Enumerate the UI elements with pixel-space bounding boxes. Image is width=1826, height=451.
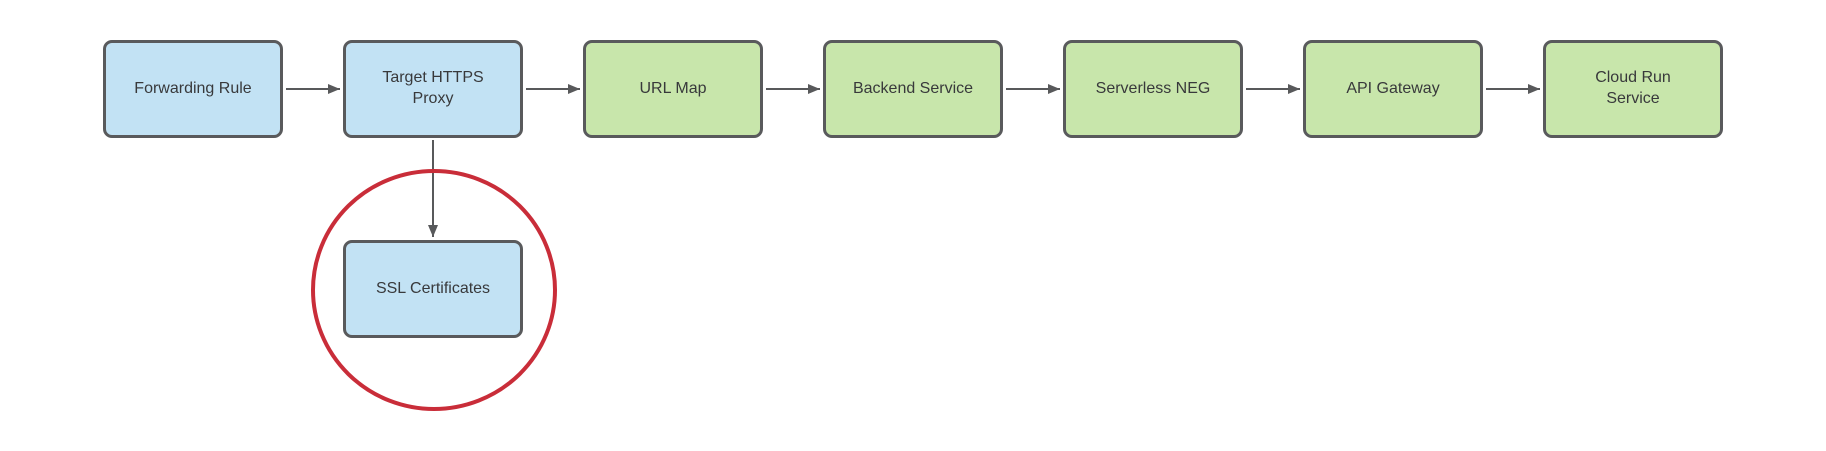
highlight-ellipse (311, 169, 557, 411)
node-target-https-proxy: Target HTTPS Proxy (343, 40, 523, 138)
node-api-gateway: API Gateway (1303, 40, 1483, 138)
node-backend-service: Backend Service (823, 40, 1003, 138)
node-forwarding-rule: Forwarding Rule (103, 40, 283, 138)
node-label: Serverless NEG (1095, 79, 1211, 97)
node-cloud-run-service: Cloud Run Service (1543, 40, 1723, 138)
node-label: Target HTTPS Proxy (382, 69, 484, 107)
node-url-map: URL Map (583, 40, 763, 138)
node-ssl-certificates: SSL Certificates (343, 240, 523, 338)
node-label: Cloud Run Service (1595, 69, 1671, 107)
node-label: Forwarding Rule (134, 79, 252, 97)
node-label: SSL Certificates (375, 279, 491, 297)
node-label: Backend Service (852, 79, 974, 97)
node-serverless-neg: Serverless NEG (1063, 40, 1243, 138)
node-label: URL Map (639, 79, 707, 97)
node-label: API Gateway (1346, 79, 1440, 97)
